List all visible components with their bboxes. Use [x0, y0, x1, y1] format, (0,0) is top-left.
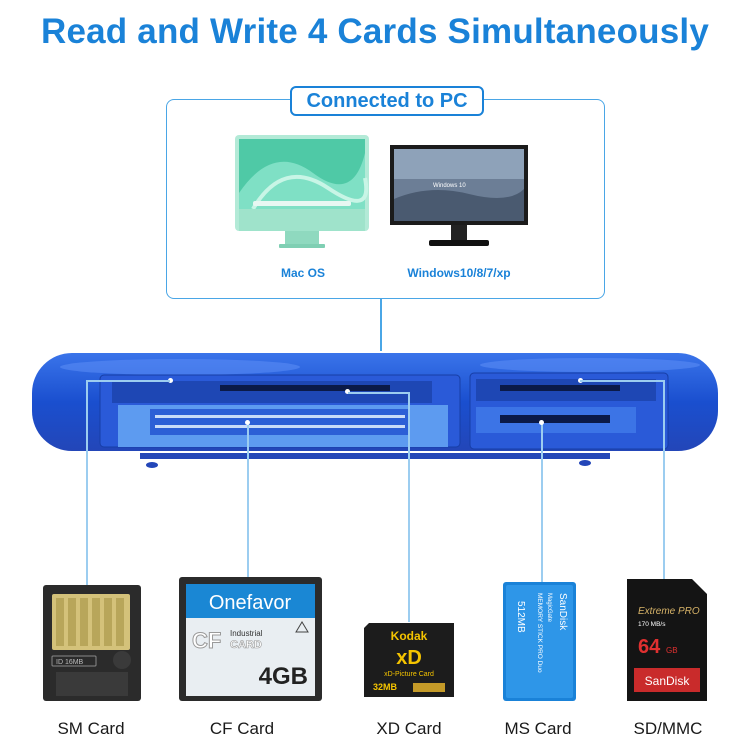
ms-card-image: SanDisk 512MB MEMORY STICK PRO Duo Magic…	[503, 582, 576, 701]
sm-card-image: ID 16MB	[43, 585, 141, 701]
ms-slot-dot	[539, 420, 544, 425]
connector-line	[380, 299, 382, 351]
sd-leader-horizontal	[580, 380, 664, 382]
ms-line2-text: MagicGate	[546, 593, 552, 623]
cf-slot-dot	[245, 420, 250, 425]
xd-slot-dot	[345, 389, 350, 394]
xd-capacity-text: 32MB	[373, 682, 398, 692]
cf-brand-text: Onefavor	[209, 592, 292, 614]
sd-unit-text: GB	[666, 646, 678, 655]
xd-sub-text: xD-Picture Card	[384, 671, 434, 678]
headline: Read and Write 4 Cards Simultaneously	[40, 12, 710, 51]
ms-card-label: MS Card	[504, 719, 572, 738]
sm-card-label: SM Card	[57, 719, 125, 738]
sm-leader-line	[86, 380, 88, 585]
cf-sub1-text: Industrial	[230, 629, 263, 638]
xd-card-label: XD Card	[376, 719, 442, 738]
ms-capacity-text: 512MB	[515, 601, 526, 633]
cf-sub2-text: CARD	[230, 639, 262, 651]
cf-card-image: Onefavor CF Industrial CARD 4GB	[179, 577, 322, 701]
sd-bottom-brand: SanDisk	[645, 674, 691, 688]
xd-leader-horizontal	[348, 392, 410, 394]
ms-leader-line	[541, 422, 543, 587]
sd-capacity-text: 64	[638, 636, 661, 658]
sd-series-text: Extreme PRO	[638, 606, 700, 617]
card-reader-device	[32, 353, 718, 468]
cf-capacity-text: 4GB	[259, 663, 308, 690]
xd-card-image: Kodak xD xD-Picture Card 32MB	[364, 623, 454, 697]
sm-chip-text: ID 16MB	[56, 659, 84, 666]
windows-os-label: Windows10/8/7/xp	[407, 266, 511, 280]
ms-brand-text: SanDisk	[557, 593, 568, 631]
windows-screen-text: Windows 10	[433, 183, 466, 189]
cf-leader-line	[247, 422, 249, 577]
connected-pc-panel	[166, 99, 605, 299]
sm-slot-dot	[168, 378, 173, 383]
sd-speed-text: 170 MB/s	[638, 621, 666, 628]
mac-os-label: Mac OS	[280, 266, 325, 280]
cf-type-text: CF	[192, 628, 221, 653]
connected-badge: Connected to PC	[290, 86, 484, 116]
imac-computer-image	[235, 135, 369, 248]
sm-leader-horizontal	[86, 380, 170, 382]
xd-logo-text: xD	[396, 647, 422, 669]
windows-monitor-image: Windows 10	[390, 145, 528, 246]
xd-leader-line	[408, 392, 410, 622]
sd-leader-line	[663, 380, 665, 580]
cf-card-label: CF Card	[209, 719, 275, 738]
sd-card-image: Extreme PRO 170 MB/s 64 GB SanDisk	[627, 579, 707, 701]
sd-card-label: SD/MMC	[633, 719, 703, 738]
xd-brand-text: Kodak	[391, 629, 428, 643]
ms-line1-text: MEMORY STICK PRO Duo	[536, 593, 543, 673]
